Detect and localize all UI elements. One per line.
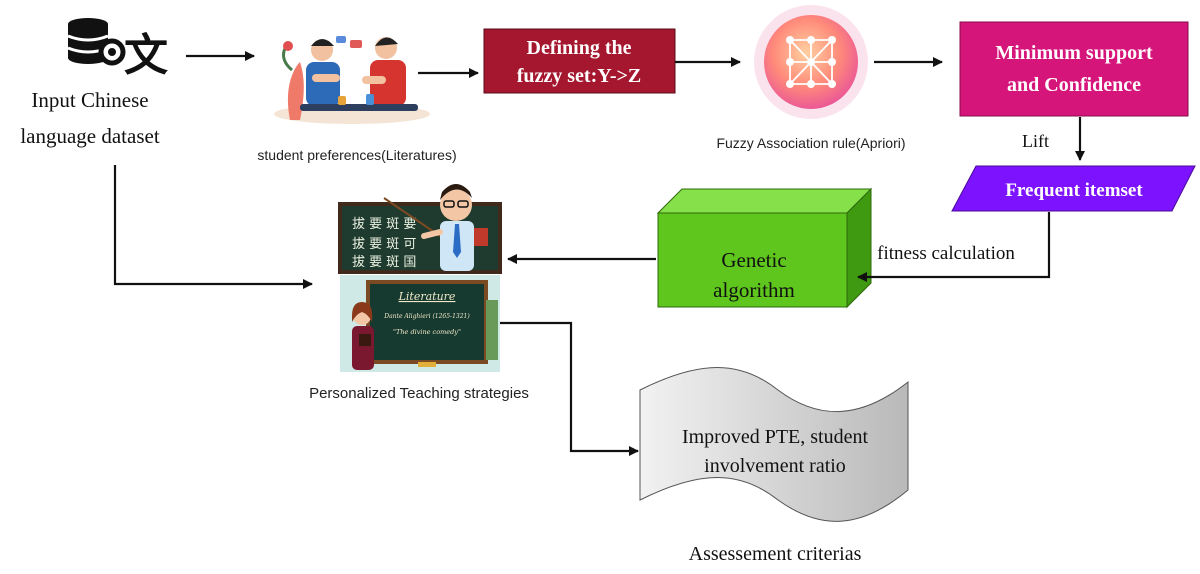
connectors: [113, 51, 1085, 456]
board-line-2: "The divine comedy": [393, 328, 461, 336]
assessment-line2: involvement ratio: [704, 455, 846, 477]
min-support-line2: and Confidence: [1007, 74, 1141, 96]
chalk-line-2: 拔 要 斑 可: [352, 237, 416, 252]
input-label-line1: Input Chinese: [31, 88, 148, 112]
genetic-line2: algorithm: [713, 278, 795, 302]
arrow-input-to-teaching: [113, 165, 313, 289]
database-translate-icon: 文: [67, 18, 168, 81]
apriori-caption: Fuzzy Association rule(Apriori): [716, 135, 905, 151]
board-line-1: Dante Alighieri (1265-1321): [383, 313, 470, 320]
fuzzy-set-line1: Defining the: [527, 37, 632, 59]
assessment-line1: Improved PTE, student: [682, 426, 869, 448]
chalk-line-3: 拔 要 斑 国: [352, 255, 416, 270]
preferences-caption: student preferences(Literatures): [257, 147, 456, 163]
students-discussion-illustration: [274, 36, 430, 124]
assessment-caption: Assessement criterias: [689, 543, 862, 565]
frequent-itemset-shape: Frequent itemset: [951, 165, 1196, 212]
fitness-label: fitness calculation: [877, 243, 1015, 264]
teaching-illustration: 拔 要 斑 要 拔 要 斑 可 拔 要 斑 国 Literature Dante…: [338, 184, 502, 372]
neural-network-icon: [754, 5, 868, 119]
genetic-line1: Genetic: [721, 248, 786, 272]
min-support-line1: Minimum support: [995, 42, 1153, 64]
chalk-line-1: 拔 要 斑 要: [352, 217, 416, 232]
arrow-teaching-to-assessment: [500, 321, 639, 456]
teaching-caption: Personalized Teaching strategies: [309, 385, 529, 402]
fuzzy-set-line2: fuzzy set:Y->Z: [517, 65, 642, 87]
arrow-frequent-to-genetic: [857, 212, 1051, 282]
frequent-itemset-label: Frequent itemset: [1005, 180, 1143, 201]
assessment-document: Improved PTE, student involvement ratio: [639, 367, 909, 522]
fuzzy-set-box: Defining the fuzzy set:Y->Z: [483, 28, 676, 94]
min-support-box: Minimum support and Confidence: [959, 21, 1189, 117]
genetic-algorithm-box: Genetic algorithm: [656, 187, 873, 309]
input-label-line2: language dataset: [20, 124, 160, 148]
lift-label: Lift: [1022, 131, 1049, 151]
svg-text:文: 文: [124, 30, 168, 81]
board-title: Literature: [398, 290, 456, 303]
